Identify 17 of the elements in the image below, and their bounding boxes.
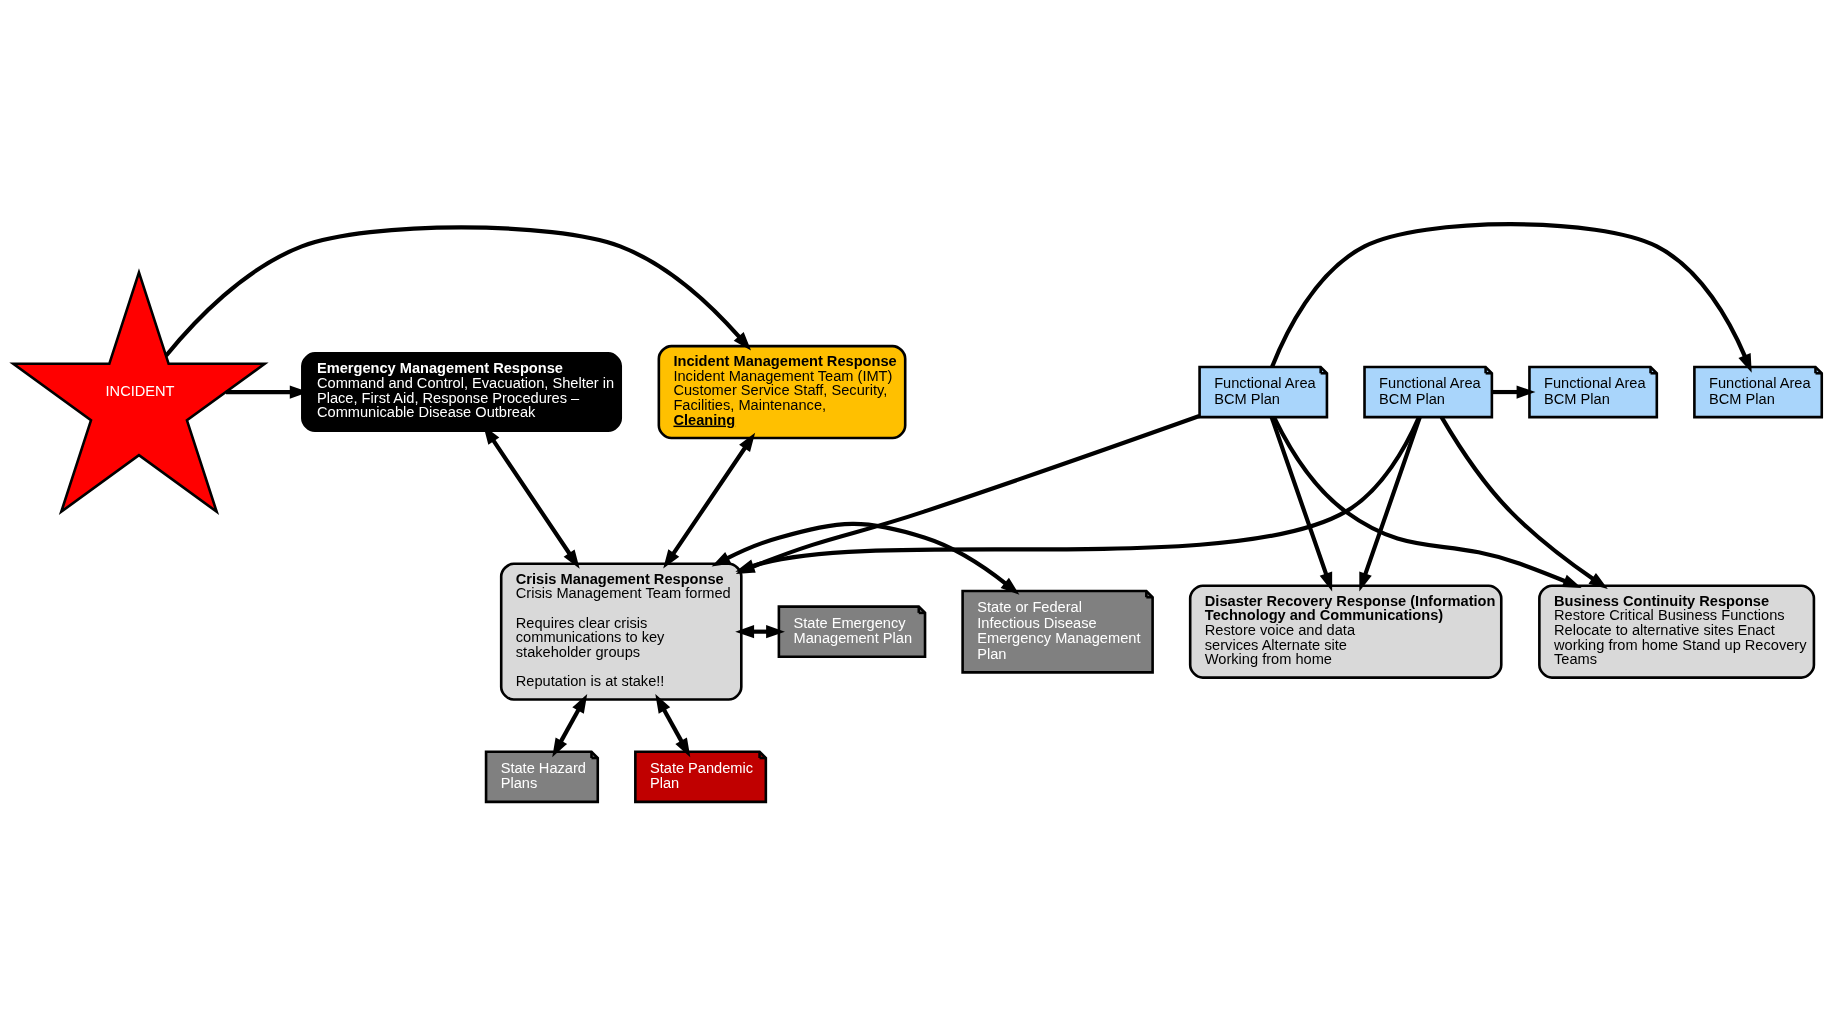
arrow — [655, 694, 691, 758]
arrow — [735, 625, 785, 639]
node-box: Crisis Management Response Crisis Management Team formed Requires clear crisis communications to key stakeholder groups Reputation is at stake!! — [499, 562, 743, 701]
arrow — [663, 432, 756, 569]
arrow — [1439, 416, 1608, 590]
node-box: Disaster Recovery Response (Information Technology and Communications) Restore voice and data services Alternate site Working from home — [1188, 584, 1503, 679]
node-box: Emergency Management Response Command and Control, Evacuation, Shelter in Place, First Aid, Response Procedures – Communicable Disease Outbreak — [301, 352, 623, 432]
arrow — [164, 225, 752, 358]
node-box: Business Continuity Response Restore Critical Business Functions Relocate to alternative sites Enact working from home Stand up Recovery Teams — [1538, 584, 1816, 679]
arrow — [711, 521, 1020, 595]
arrow — [1492, 385, 1536, 399]
arrow — [552, 694, 588, 758]
node-box: Incident Management Response Incident Management Team (IMT) Customer Service Staff, Security, Facilities, Maintenance, Cleaning — [657, 344, 907, 440]
arrow — [1359, 416, 1422, 592]
arrow — [1270, 222, 1752, 373]
arrow — [1272, 416, 1582, 589]
arrow — [1269, 416, 1333, 592]
